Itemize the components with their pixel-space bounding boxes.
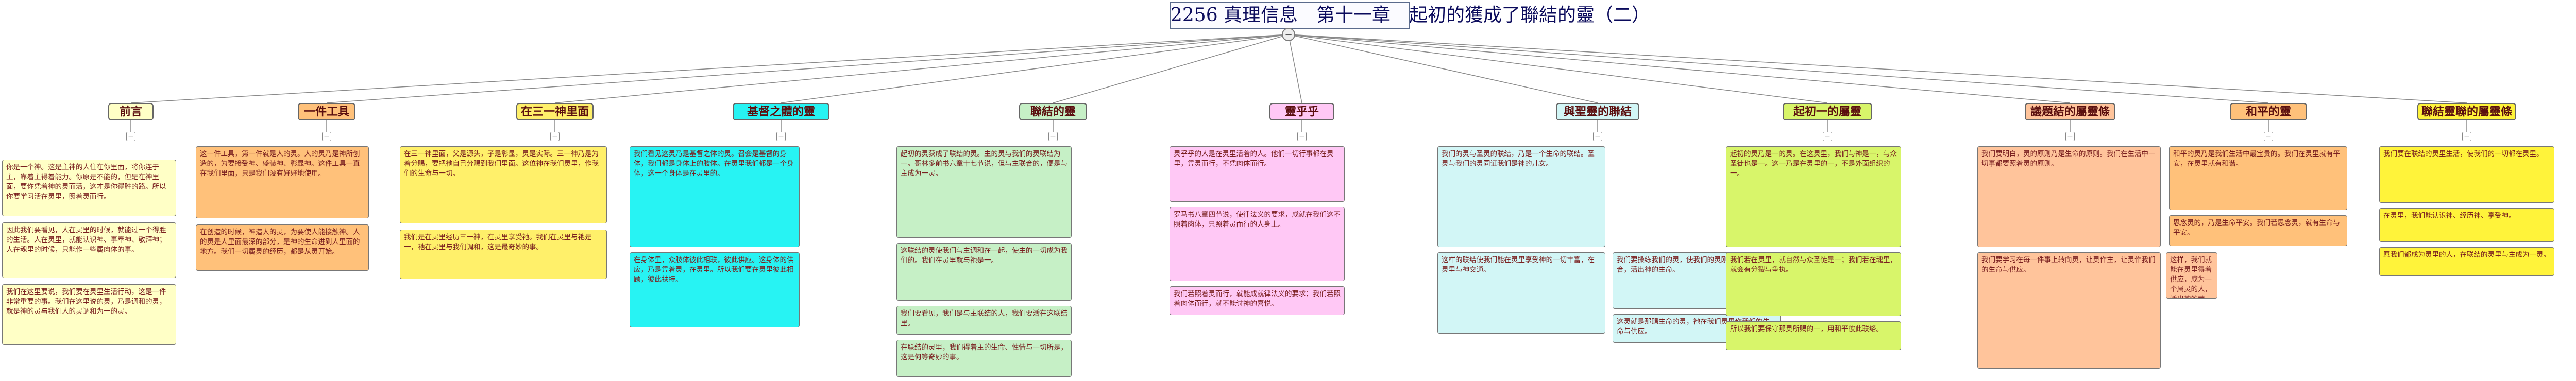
note-card: 在身体里，众肢体彼此相联，彼此供应。这身体的供应，乃是凭着灵，在灵里。所以我们要… bbox=[630, 252, 800, 327]
collapse-toggle-6[interactable]: − bbox=[1297, 132, 1307, 141]
note-card: 我们是在灵里经历三一神，在灵里享受祂。我们在灵里与祂是一，祂在灵里与我们调和，这… bbox=[400, 230, 607, 279]
collapse-toggle-1[interactable]: − bbox=[126, 132, 135, 141]
note-card: 我们在这里要说，我们要在灵里生活行动，这是一件非常重要的事。我们在这里说的灵，乃… bbox=[2, 284, 176, 345]
note-card: 因此我们要看见，人在灵里的时候，就能过一个得胜的生活。人在灵里，就能认识神、事奉… bbox=[2, 222, 176, 278]
connector-line-1 bbox=[130, 34, 1289, 103]
note-card: 这一件工具，第一件就是人的灵。人的灵乃是神所创造的，为要接受神、盛装神、彰显神。… bbox=[196, 146, 369, 218]
collapse-toggle-11[interactable]: − bbox=[2462, 132, 2471, 141]
connector-line-9 bbox=[1288, 34, 2071, 103]
note-card: 起初的灵乃是一的灵。在这灵里，我们与神是一，与众圣徒也是一。这一乃是在灵里的一，… bbox=[1726, 146, 1901, 247]
note-card: 这样的联结使我们能在灵里享受神的一切丰富，在灵里与神交通。 bbox=[1437, 252, 1605, 334]
connector-line-11 bbox=[1288, 34, 2467, 103]
note-card: 灵乎乎的人是在灵里活着的人。他们一切行事都在灵里，凭灵而行，不凭肉体而行。 bbox=[1170, 146, 1345, 202]
note-card: 罗马书八章四节说，使律法义的要求，成就在我们这不照着肉体，只照着灵而行的人身上。 bbox=[1170, 207, 1345, 281]
note-card: 在灵里，我们能认识神、经历神、享受神。 bbox=[2379, 208, 2554, 242]
branch-node-3[interactable]: 在三一神里面 bbox=[516, 103, 594, 120]
collapse-toggle-10[interactable]: − bbox=[2264, 132, 2273, 141]
collapse-toggle-9[interactable]: − bbox=[2065, 132, 2075, 141]
note-card: 我们要明白，灵的原则乃是生命的原则。我们在生活中一切事都要照着灵的原则。 bbox=[1977, 146, 2161, 247]
branch-node-9[interactable]: 議題結的屬靈條 bbox=[2025, 103, 2115, 120]
connector-line-10 bbox=[1288, 34, 2269, 103]
connector-line-5 bbox=[1053, 34, 1289, 103]
connector-line-2 bbox=[326, 34, 1289, 103]
collapse-toggle-5[interactable]: − bbox=[1048, 132, 1058, 141]
note-card: 这样，我们就能在灵里得着供应，成为一个属灵的人，活出神的荣耀。 bbox=[2166, 252, 2217, 299]
connector-line-3 bbox=[554, 34, 1289, 103]
note-card: 我们的灵与圣灵的联结，乃是一个生命的联结。圣灵与我们的灵同证我们是神的儿女。 bbox=[1437, 146, 1605, 247]
mind-map-title: 2256 真理信息 第十一章 起初的獲成了聯結的靈（二） bbox=[1170, 2, 1650, 29]
note-card: 所以我们要保守那灵所赐的一，用和平彼此联络。 bbox=[1726, 321, 1901, 350]
connector-line-8 bbox=[1288, 34, 1828, 103]
note-card: 在创造的时候，神造人的灵，为要使人能接触神。人的灵是人里面最深的部分，是神的生命… bbox=[196, 224, 369, 271]
branch-node-8[interactable]: 起初一的屬靈 bbox=[1783, 103, 1872, 120]
branch-node-10[interactable]: 和平的靈 bbox=[2230, 103, 2307, 120]
note-card: 思念灵的，乃是生命平安。我们若思念灵，就有生命与平安。 bbox=[2169, 215, 2347, 246]
connector-line-6 bbox=[1288, 34, 1302, 103]
note-card: 在联结的灵里，我们得着主的生命、性情与一切所是，这是何等奇妙的事。 bbox=[896, 340, 1072, 377]
connector-line-4 bbox=[781, 34, 1289, 103]
branch-node-7[interactable]: 與聖靈的聯結 bbox=[1556, 103, 1639, 120]
collapse-toggle-3[interactable]: − bbox=[550, 132, 560, 141]
note-card: 我们若在灵里，就自然与众圣徒是一；我们若在魂里，就会有分裂与争执。 bbox=[1726, 252, 1901, 316]
note-card: 我们要在联结的灵里生活，使我们的一切都在灵里。 bbox=[2379, 146, 2554, 203]
collapse-toggle-7[interactable]: − bbox=[1593, 132, 1602, 141]
collapse-toggle-4[interactable]: − bbox=[776, 132, 786, 141]
note-card: 我们要看见，我们是与主联结的人，我们要活在这联结里。 bbox=[896, 306, 1072, 335]
note-card: 你是一个神。这是主神的人住在你里面，将你连于主，靠着主得着能力。你原是不能的，但… bbox=[2, 160, 176, 216]
branch-node-4[interactable]: 基督之體的靈 bbox=[733, 103, 829, 120]
collapse-toggle-8[interactable]: − bbox=[1823, 132, 1832, 141]
branch-node-6[interactable]: 靈乎乎 bbox=[1269, 103, 1334, 120]
note-card: 我们若照着灵而行，就能成就律法义的要求；我们若照着肉体而行，就不能讨神的喜悦。 bbox=[1170, 286, 1345, 315]
branch-node-1[interactable]: 前言 bbox=[108, 103, 154, 120]
note-card: 这联结的灵使我们与主调和在一起，使主的一切成为我们的。我们在灵里就与祂是一。 bbox=[896, 243, 1072, 301]
note-card: 和平的灵乃是我们生活中最宝贵的。我们在灵里就有平安，在灵里就有和谐。 bbox=[2169, 146, 2347, 210]
root-collapse-toggle[interactable]: − bbox=[1282, 28, 1295, 41]
note-card: 我们要学习在每一件事上转向灵，让灵作主，让灵作我们的生命与供应。 bbox=[1977, 252, 2161, 369]
note-card: 我们看见这灵乃是基督之体的灵。召会是基督的身体，我们都是身体上的肢体。在灵里我们… bbox=[630, 146, 800, 247]
branch-node-2[interactable]: 一件工具 bbox=[298, 103, 355, 120]
connector-line-7 bbox=[1288, 34, 1598, 103]
note-card: 起初的灵获成了联结的灵。主的灵与我们的灵联结为一。哥林多前书六章十七节说，但与主… bbox=[896, 146, 1072, 238]
branch-node-11[interactable]: 聯結靈聯的屬靈條 bbox=[2417, 103, 2516, 120]
note-card: 在三一神里面，父是源头，子是彰显，灵是实际。三一神乃是为着分赐，要把祂自己分赐到… bbox=[400, 146, 607, 223]
collapse-toggle-2[interactable]: − bbox=[322, 132, 331, 141]
note-card: 愿我们都成为灵里的人，在联结的灵里与主成为一灵。 bbox=[2379, 247, 2554, 276]
branch-node-5[interactable]: 聯結的靈 bbox=[1019, 103, 1087, 120]
